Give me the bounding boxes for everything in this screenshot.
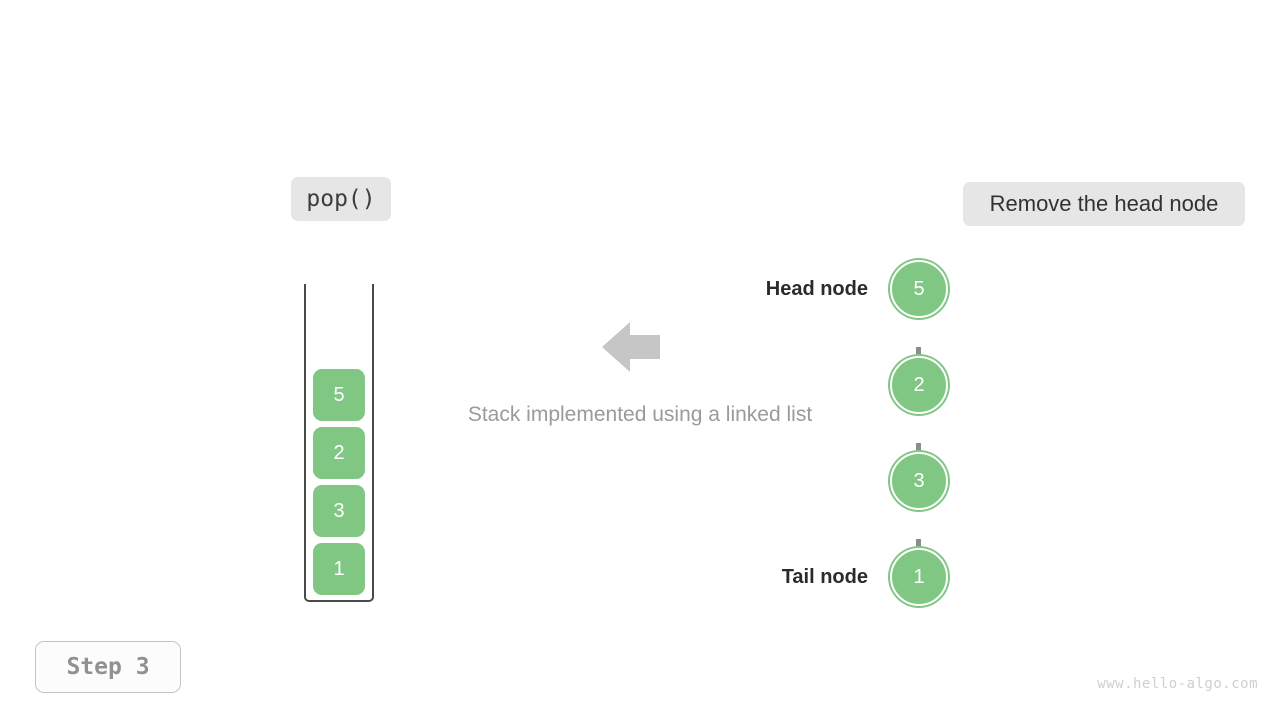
stack-cell: 2: [313, 427, 365, 479]
operation-label: pop(): [291, 177, 391, 221]
tail-node-label: Tail node: [781, 566, 868, 588]
linked-list-visual: 5 2 3 1: [860, 250, 990, 620]
stack-visual: 5 2 3 1: [304, 284, 374, 602]
list-node: 2: [890, 356, 948, 414]
list-node: 5: [890, 260, 948, 318]
stack-cell: 1: [313, 543, 365, 595]
stack-cell: 3: [313, 485, 365, 537]
action-label: Remove the head node: [963, 182, 1245, 226]
stack-container-outline: [304, 284, 374, 602]
watermark: www.hello-algo.com: [1097, 676, 1258, 692]
step-badge: Step 3: [35, 641, 181, 693]
stack-cell-list: 5 2 3 1: [304, 369, 374, 595]
list-node: 3: [890, 452, 948, 510]
diagram-caption: Stack implemented using a linked list: [467, 403, 813, 426]
list-node: 1: [890, 548, 948, 606]
left-arrow-icon: [602, 320, 660, 374]
head-node-label: Head node: [765, 278, 868, 300]
stack-cell: 5: [313, 369, 365, 421]
